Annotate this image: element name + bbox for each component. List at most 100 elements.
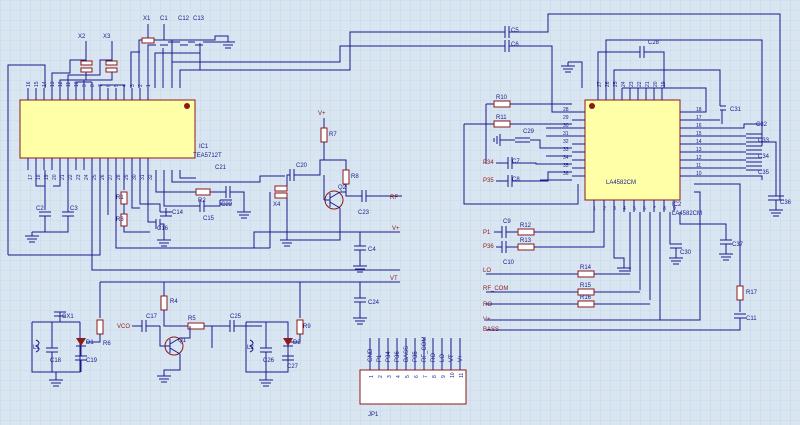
ic1-top-pin-number: 2 <box>138 84 144 87</box>
ic1-bottom-pin-number: 26 <box>100 174 106 180</box>
net-rf: RF <box>390 195 398 201</box>
c2-label: C2 <box>36 206 44 212</box>
r2-label: R2 <box>198 198 206 204</box>
ic2-left-pin-number: 29 <box>563 115 569 121</box>
ic1-part: TEA5712T <box>193 153 222 159</box>
ic1-top-pin-number: 3 <box>130 84 136 87</box>
ic2-left-pin-number: 30 <box>563 123 569 129</box>
q1-label: Q1 <box>178 338 187 344</box>
ic2-right-pin-number: 17 <box>696 115 702 121</box>
r5-label: R5 <box>188 316 196 322</box>
net-vt: VT <box>390 276 398 282</box>
d1-label: D1 <box>86 340 94 346</box>
net-vco: VCO <box>117 324 130 330</box>
ic1-bottom-pin-number: 28 <box>116 174 122 180</box>
c10-label: C10 <box>503 260 515 266</box>
ic1-top-pin-number: 12 <box>58 81 64 87</box>
ic1-top-pin-number: 1 <box>146 84 152 87</box>
c6-label: C6 <box>511 42 519 48</box>
x3-label: X3 <box>103 34 111 40</box>
net-ro: RO <box>483 302 492 308</box>
ic1-top-pin-number: 13 <box>50 81 56 87</box>
ic2-bottom-pin-number: 8 <box>663 206 666 212</box>
ic2-right-pin-number: 10 <box>696 171 702 177</box>
c32-label: C32 <box>756 122 768 128</box>
ic1-bottom-pin-number: 19 <box>44 174 50 180</box>
jp1-pin-number: 3 <box>387 375 393 378</box>
ic1-top-pin-number: 10 <box>74 81 80 87</box>
r1-label: R1 <box>116 195 124 201</box>
crystal-x3: X3 <box>103 34 118 73</box>
ic2-right-pin-number: 13 <box>696 147 702 153</box>
c19-label: C19 <box>86 358 98 364</box>
c34-label: C34 <box>758 154 770 160</box>
jp1-pin-number: 11 <box>459 373 465 378</box>
ic2-wiring: C5 C6 C28 C31 R10 R11 C29 P34 <box>463 13 792 333</box>
jp1-pin-name: BASS <box>404 346 410 362</box>
r9-label: R9 <box>303 324 311 330</box>
net-p35: P35 <box>483 178 494 184</box>
ic1-top-pin-number: 11 <box>66 82 72 87</box>
ic1-top-pin-number: 8 <box>90 84 96 87</box>
ic2-left-pin-number: 32 <box>563 139 569 145</box>
c36-label: C36 <box>780 200 792 206</box>
ic2-right-pin-number: 18 <box>696 107 702 113</box>
r8-label: R8 <box>351 174 359 180</box>
ic1-bottom-pin-number: 32 <box>148 174 154 180</box>
jp1-pin-number: 4 <box>396 375 402 378</box>
ic1-top-pin-number: 16 <box>26 81 32 87</box>
ic2-top-pin-number: 21 <box>645 81 651 87</box>
c20-label: C20 <box>296 163 308 169</box>
ic2-top-pin-number: 24 <box>621 81 627 87</box>
jp1-pins: GND1P12P343P364BASS5P356RF_COM7RO8LO9VT1… <box>368 337 465 378</box>
ic1-bottom-pin-number: 21 <box>60 174 66 180</box>
ic2-left-pin-number: 33 <box>563 147 569 153</box>
c31-label: C31 <box>730 107 742 113</box>
net-vplus-right: V+ <box>483 317 491 323</box>
c18-label: C18 <box>50 358 62 364</box>
jp1-pin-number: 5 <box>405 375 411 378</box>
rf-amp: X4 C20 V+ R7 R8 Q2 C23 RF <box>269 111 402 248</box>
net-vplus-top: V+ <box>318 111 326 117</box>
jp1-pin-name: V+ <box>458 354 464 362</box>
ic2-right-pin-number: 12 <box>696 155 702 161</box>
d2-label: D2 <box>293 340 301 346</box>
power-rails: V+ C4 VT C24 <box>100 226 400 325</box>
ic2-left-pin-number: 34 <box>563 155 569 161</box>
ic2-top-pin-number: 22 <box>637 81 643 87</box>
ic2-left-pin-number: 31 <box>563 131 569 137</box>
r4-label: R4 <box>170 299 178 305</box>
jp1-pin-number: 1 <box>369 375 375 378</box>
jp1-pin-number: 9 <box>441 375 447 378</box>
ic1-bottom-pin-number: 22 <box>68 174 74 180</box>
c1-label: C1 <box>160 16 168 22</box>
ic1-bottom-pin-number: 17 <box>28 174 34 180</box>
c24-label: C24 <box>368 300 380 306</box>
net-p34: P34 <box>483 160 494 166</box>
ic1-bottom-pin-number: 24 <box>84 174 90 180</box>
ic1-body <box>19 99 196 159</box>
c17-label: C17 <box>146 314 158 320</box>
ic2-top-pin-number: 25 <box>613 81 619 87</box>
r12-label: R12 <box>520 223 532 229</box>
ic2-ref: IC2 <box>672 202 682 208</box>
x2-label: X2 <box>78 34 86 40</box>
ic2-bottom-pin-number: 1 <box>593 206 596 212</box>
ic2-right-pin-number: 14 <box>696 139 702 145</box>
crystal-x2: X2 <box>78 34 93 73</box>
r10-label: R10 <box>496 95 508 101</box>
c8-label: C8 <box>512 177 520 183</box>
r7-label: R7 <box>329 132 337 138</box>
c22-label: C22 <box>221 202 233 208</box>
c29-label: C29 <box>523 129 535 135</box>
ic1-top-pin-number: 15 <box>34 81 40 87</box>
ic2-part-inside: LA4582CM <box>606 180 636 186</box>
c4-label: C4 <box>368 247 376 253</box>
ic2-top-pin-number: 23 <box>629 81 635 87</box>
c33-label: C33 <box>758 138 770 144</box>
c27-label: C27 <box>287 364 299 370</box>
